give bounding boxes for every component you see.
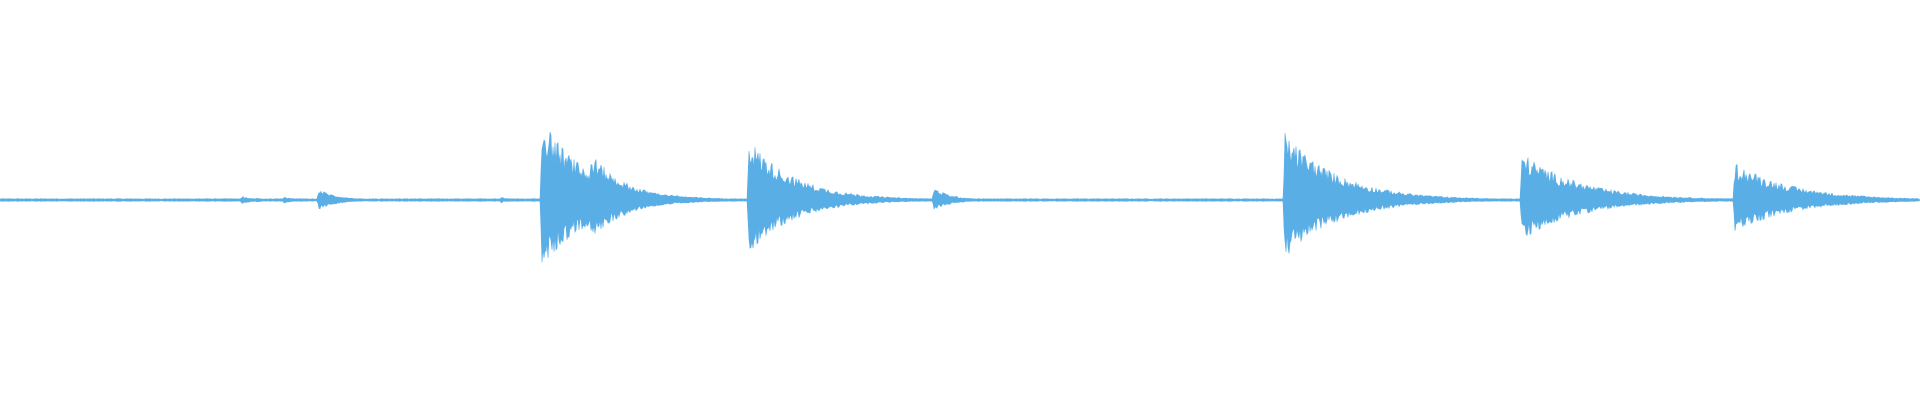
waveform-envelope <box>0 132 1920 263</box>
waveform-trace <box>0 132 1920 263</box>
